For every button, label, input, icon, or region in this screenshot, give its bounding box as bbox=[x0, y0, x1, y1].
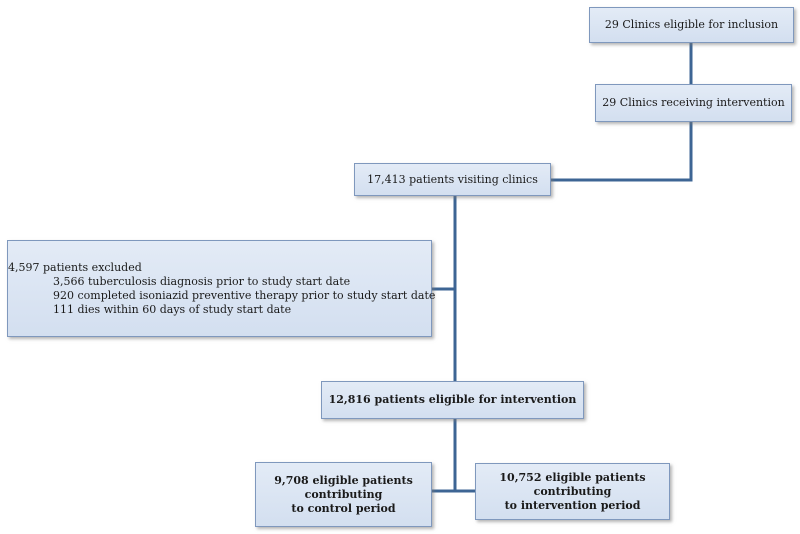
exclusion-list: 4,597 patients excluded 3,566 tuberculos… bbox=[8, 261, 435, 317]
intervention-period-text: 10,752 eligible patients contributing to… bbox=[476, 471, 669, 513]
control-period-line1: 9,708 eligible patients contributing bbox=[274, 473, 413, 501]
exclusion-reason: 3,566 tuberculosis diagnosis prior to st… bbox=[53, 275, 351, 288]
intervention-clinics-label: 29 Clinics receiving intervention bbox=[602, 96, 785, 109]
exclusion-reason: 920 completed isoniazid preventive thera… bbox=[53, 289, 436, 302]
eligible-clinics-label: 29 Clinics eligible for inclusion bbox=[604, 18, 779, 31]
eligible-patients-box: 12,816 patients eligible for interventio… bbox=[321, 381, 584, 419]
intervention-period-box: 10,752 eligible patients contributing to… bbox=[475, 463, 670, 520]
intervention-period-line2: to intervention period bbox=[504, 498, 641, 512]
control-period-box: 9,708 eligible patients contributing to … bbox=[255, 462, 432, 527]
control-period-text: 9,708 eligible patients contributing to … bbox=[256, 474, 431, 516]
connector-to-patients bbox=[549, 120, 693, 182]
intervention-period-line1: 10,752 eligible patients contributing bbox=[499, 470, 646, 498]
patients-excluded-box: 4,597 patients excluded 3,566 tuberculos… bbox=[7, 240, 435, 337]
eligible-patients-label: 12,816 patients eligible for interventio… bbox=[328, 393, 577, 406]
patients-visiting-label: 17,413 patients visiting clinics bbox=[367, 172, 538, 186]
eligible-clinics-box: 29 Clinics eligible for inclusion bbox=[589, 7, 794, 43]
intervention-clinics-box: 29 Clinics receiving intervention bbox=[595, 84, 792, 122]
excluded-heading: 4,597 patients excluded bbox=[8, 261, 142, 274]
exclusion-reason: 111 dies within 60 days of study start d… bbox=[53, 303, 292, 316]
patients-visiting-box: 17,413 patients visiting clinics bbox=[354, 163, 551, 196]
control-period-line2: to control period bbox=[291, 501, 396, 515]
